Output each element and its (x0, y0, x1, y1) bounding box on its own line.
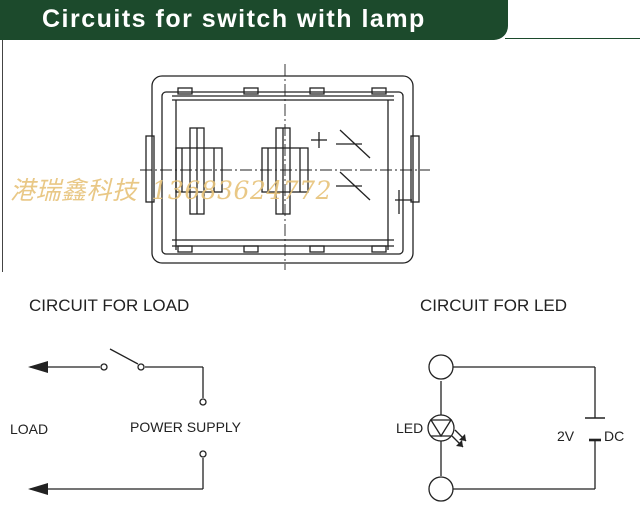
power-supply-label: POWER SUPPLY (130, 419, 241, 435)
led-light-arrow-2 (456, 440, 463, 447)
switch-body-drawing (145, 75, 420, 264)
led-terminal-bottom (428, 476, 454, 502)
led-circuit-wiring (440, 366, 596, 490)
supply-terminal-top (199, 398, 207, 406)
led-terminal-top (428, 354, 454, 380)
header-banner: Circuits for switch with lamp (0, 0, 508, 40)
load-arrow-bottom (28, 483, 48, 495)
center-lines (140, 64, 430, 270)
voltage-label: 2V (557, 428, 575, 444)
led-circuit-title: CIRCUIT FOR LED (420, 296, 568, 315)
watermark-company: 港瑞鑫科技 (10, 176, 138, 205)
led-light-arrow-1 (459, 434, 466, 441)
battery-symbol (585, 417, 605, 442)
led-label: LED (396, 420, 424, 436)
watermark-phone: 13683624772 (151, 176, 332, 205)
page-title: Circuits for switch with lamp (42, 5, 426, 33)
left-border-line (2, 40, 3, 272)
supply-terminal-bottom (199, 450, 207, 458)
load-arrow-top (28, 361, 48, 373)
switch-contact-right (137, 363, 145, 371)
load-label: LOAD (10, 421, 49, 437)
header-rule (505, 38, 640, 39)
switch-contact-left (100, 363, 108, 371)
load-circuit-title: CIRCUIT FOR LOAD (29, 296, 190, 315)
dc-label: DC (604, 428, 625, 444)
watermark: 港瑞鑫科技 13683624772 (10, 171, 332, 207)
